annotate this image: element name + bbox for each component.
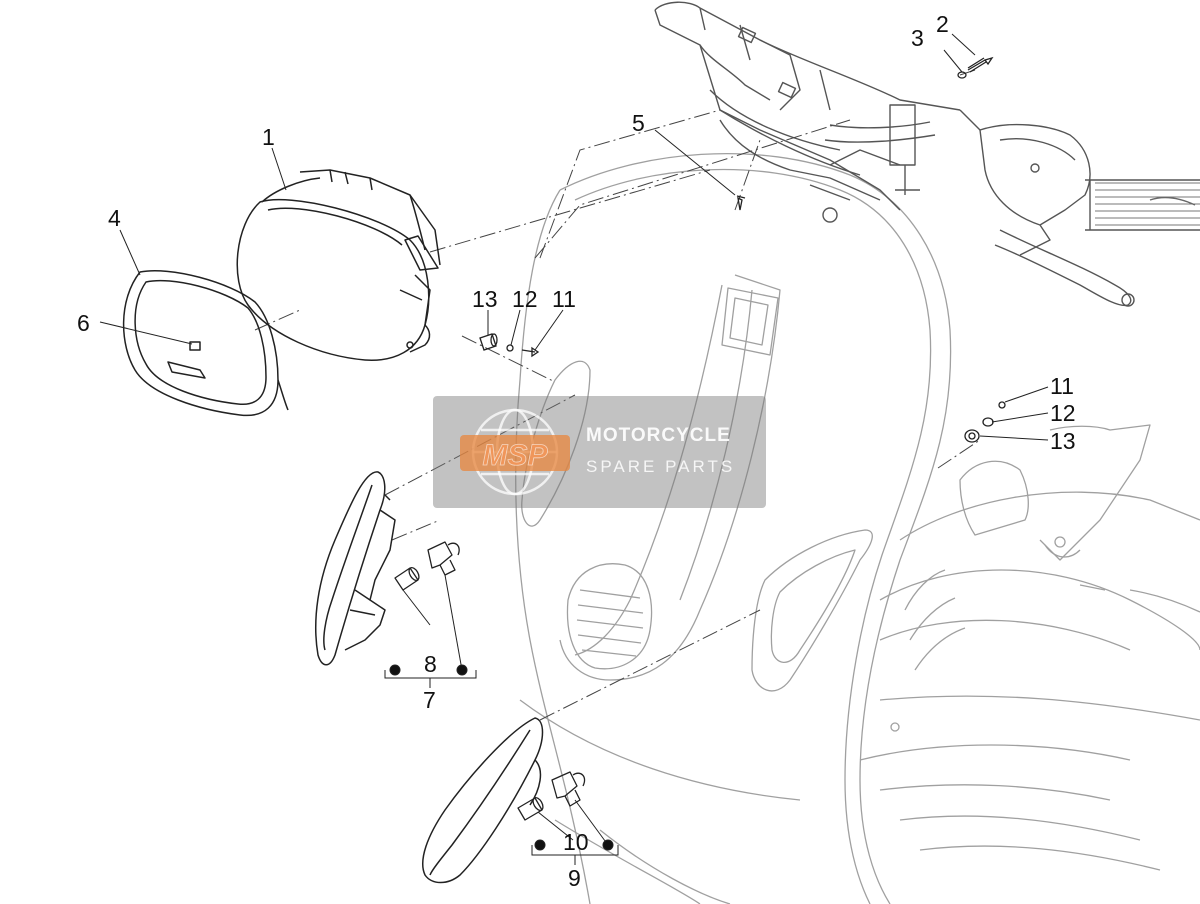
part-4-headlight-trim [122, 270, 289, 417]
scooter-front-shield [515, 153, 1200, 904]
callout-12-right: 12 [1050, 400, 1076, 426]
part-10-bulb-and-socket-right [517, 771, 586, 821]
part-1-headlight [236, 169, 441, 361]
part-12-washer-right [982, 417, 994, 427]
msp-logo: MSP [460, 408, 570, 496]
part-12-washer-left [506, 344, 514, 352]
callout-2: 2 [936, 11, 949, 37]
part-3-washer [957, 71, 967, 79]
watermark-title: MOTORCYCLE [586, 425, 731, 446]
callout-7: 7 [423, 687, 436, 713]
callout-5: 5 [632, 110, 645, 136]
msp-logo-text: MSP [482, 439, 548, 472]
part-2-screw [967, 56, 994, 73]
callout-3: 3 [911, 25, 924, 51]
callout-8: 8 [424, 651, 437, 677]
part-5-screw [736, 195, 746, 211]
part-7-left-turn-signal [314, 471, 396, 666]
callout-9: 9 [568, 865, 581, 891]
part-9-right-turn-signal [421, 717, 544, 884]
callout-1: 1 [262, 124, 275, 150]
callout-4: 4 [108, 205, 121, 231]
part-13-nut-left [479, 333, 498, 351]
callout-leaders [99, 33, 1049, 865]
callout-13-right: 13 [1050, 428, 1076, 454]
callout-6: 6 [77, 310, 90, 336]
handlebar-assembly [654, 1, 1200, 307]
callout-12-left: 12 [512, 286, 538, 312]
callout-11-right: 11 [1050, 373, 1074, 399]
part-11-screw-right [998, 401, 1006, 409]
callout-10: 10 [563, 829, 589, 855]
callout-labels: 1 2 3 4 5 6 13 12 11 11 12 13 8 7 10 9 [77, 11, 1076, 891]
callout-11-left: 11 [552, 286, 576, 312]
part-8-bulb-and-socket-left [394, 541, 460, 591]
callout-13-left: 13 [472, 286, 498, 312]
watermark-subtitle: SPARE PARTS [586, 457, 736, 476]
part-13-nut-right [964, 429, 980, 443]
